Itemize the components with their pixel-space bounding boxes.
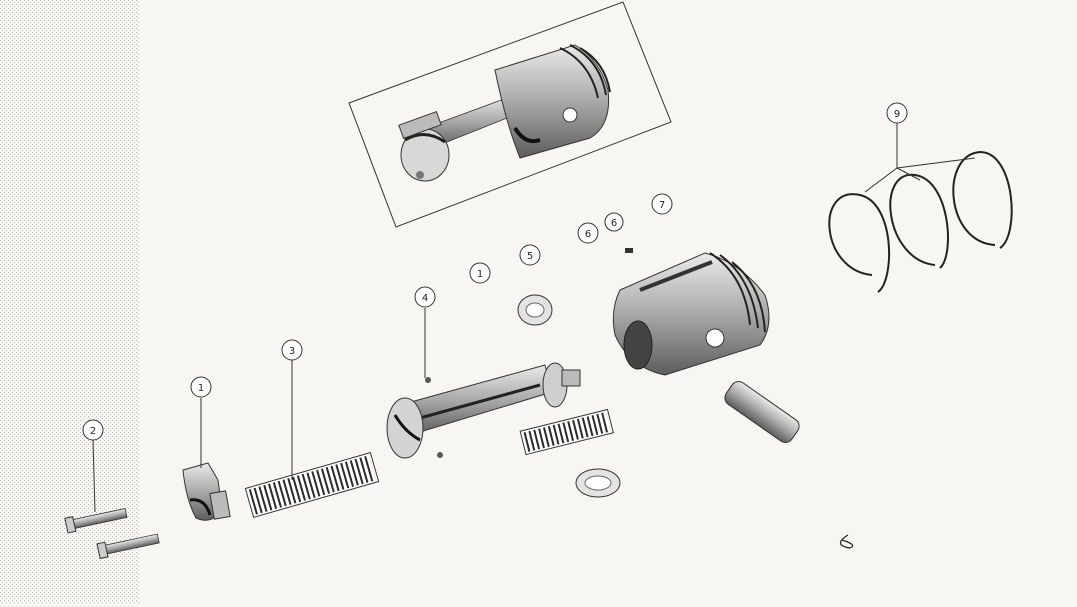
assembled-view-inset — [348, 1, 672, 228]
svg-text:5: 5 — [527, 251, 533, 262]
paper-grain — [0, 0, 140, 603]
callout-7: 7 — [651, 193, 673, 215]
callout-6a: 6 — [577, 222, 599, 244]
needle-bearing-large — [244, 452, 380, 518]
small-circlip — [625, 248, 633, 253]
bearing-cap — [182, 462, 231, 521]
stray-mark — [839, 534, 854, 549]
needle-bearing-small — [519, 408, 614, 456]
svg-text:3: 3 — [289, 346, 295, 357]
svg-text:9: 9 — [894, 109, 900, 120]
callout-2: 2 — [82, 419, 104, 441]
piston-ring-2 — [889, 173, 949, 269]
connecting-rod — [386, 362, 581, 459]
piston-ring-3 — [952, 150, 1013, 249]
svg-text:7: 7 — [659, 200, 665, 211]
svg-text:4: 4 — [422, 293, 428, 304]
callout-1b: 1 — [469, 262, 491, 284]
callout-6b: 6 — [604, 212, 624, 232]
assembled-piston-rod — [398, 44, 611, 182]
leader-lines — [92, 123, 976, 513]
thrust-washer-top — [517, 294, 553, 326]
svg-text:1: 1 — [198, 383, 204, 394]
svg-text:2: 2 — [90, 426, 96, 437]
piston-pin — [724, 381, 800, 443]
connecting-rod-bolts — [64, 508, 160, 560]
piston-ring-1 — [828, 193, 891, 293]
callout-3: 3 — [281, 339, 303, 361]
piston — [612, 252, 770, 376]
svg-text:1: 1 — [477, 269, 483, 280]
svg-text:6: 6 — [585, 229, 591, 240]
callout-4: 4 — [414, 286, 436, 308]
callout-1a: 1 — [190, 376, 212, 398]
thrust-washer-bottom — [575, 468, 621, 498]
piston-rings — [828, 150, 1013, 293]
inset-frame — [348, 1, 672, 228]
callout-9: 9 — [886, 102, 908, 124]
callout-5: 5 — [519, 244, 541, 266]
svg-text:6: 6 — [611, 218, 617, 229]
